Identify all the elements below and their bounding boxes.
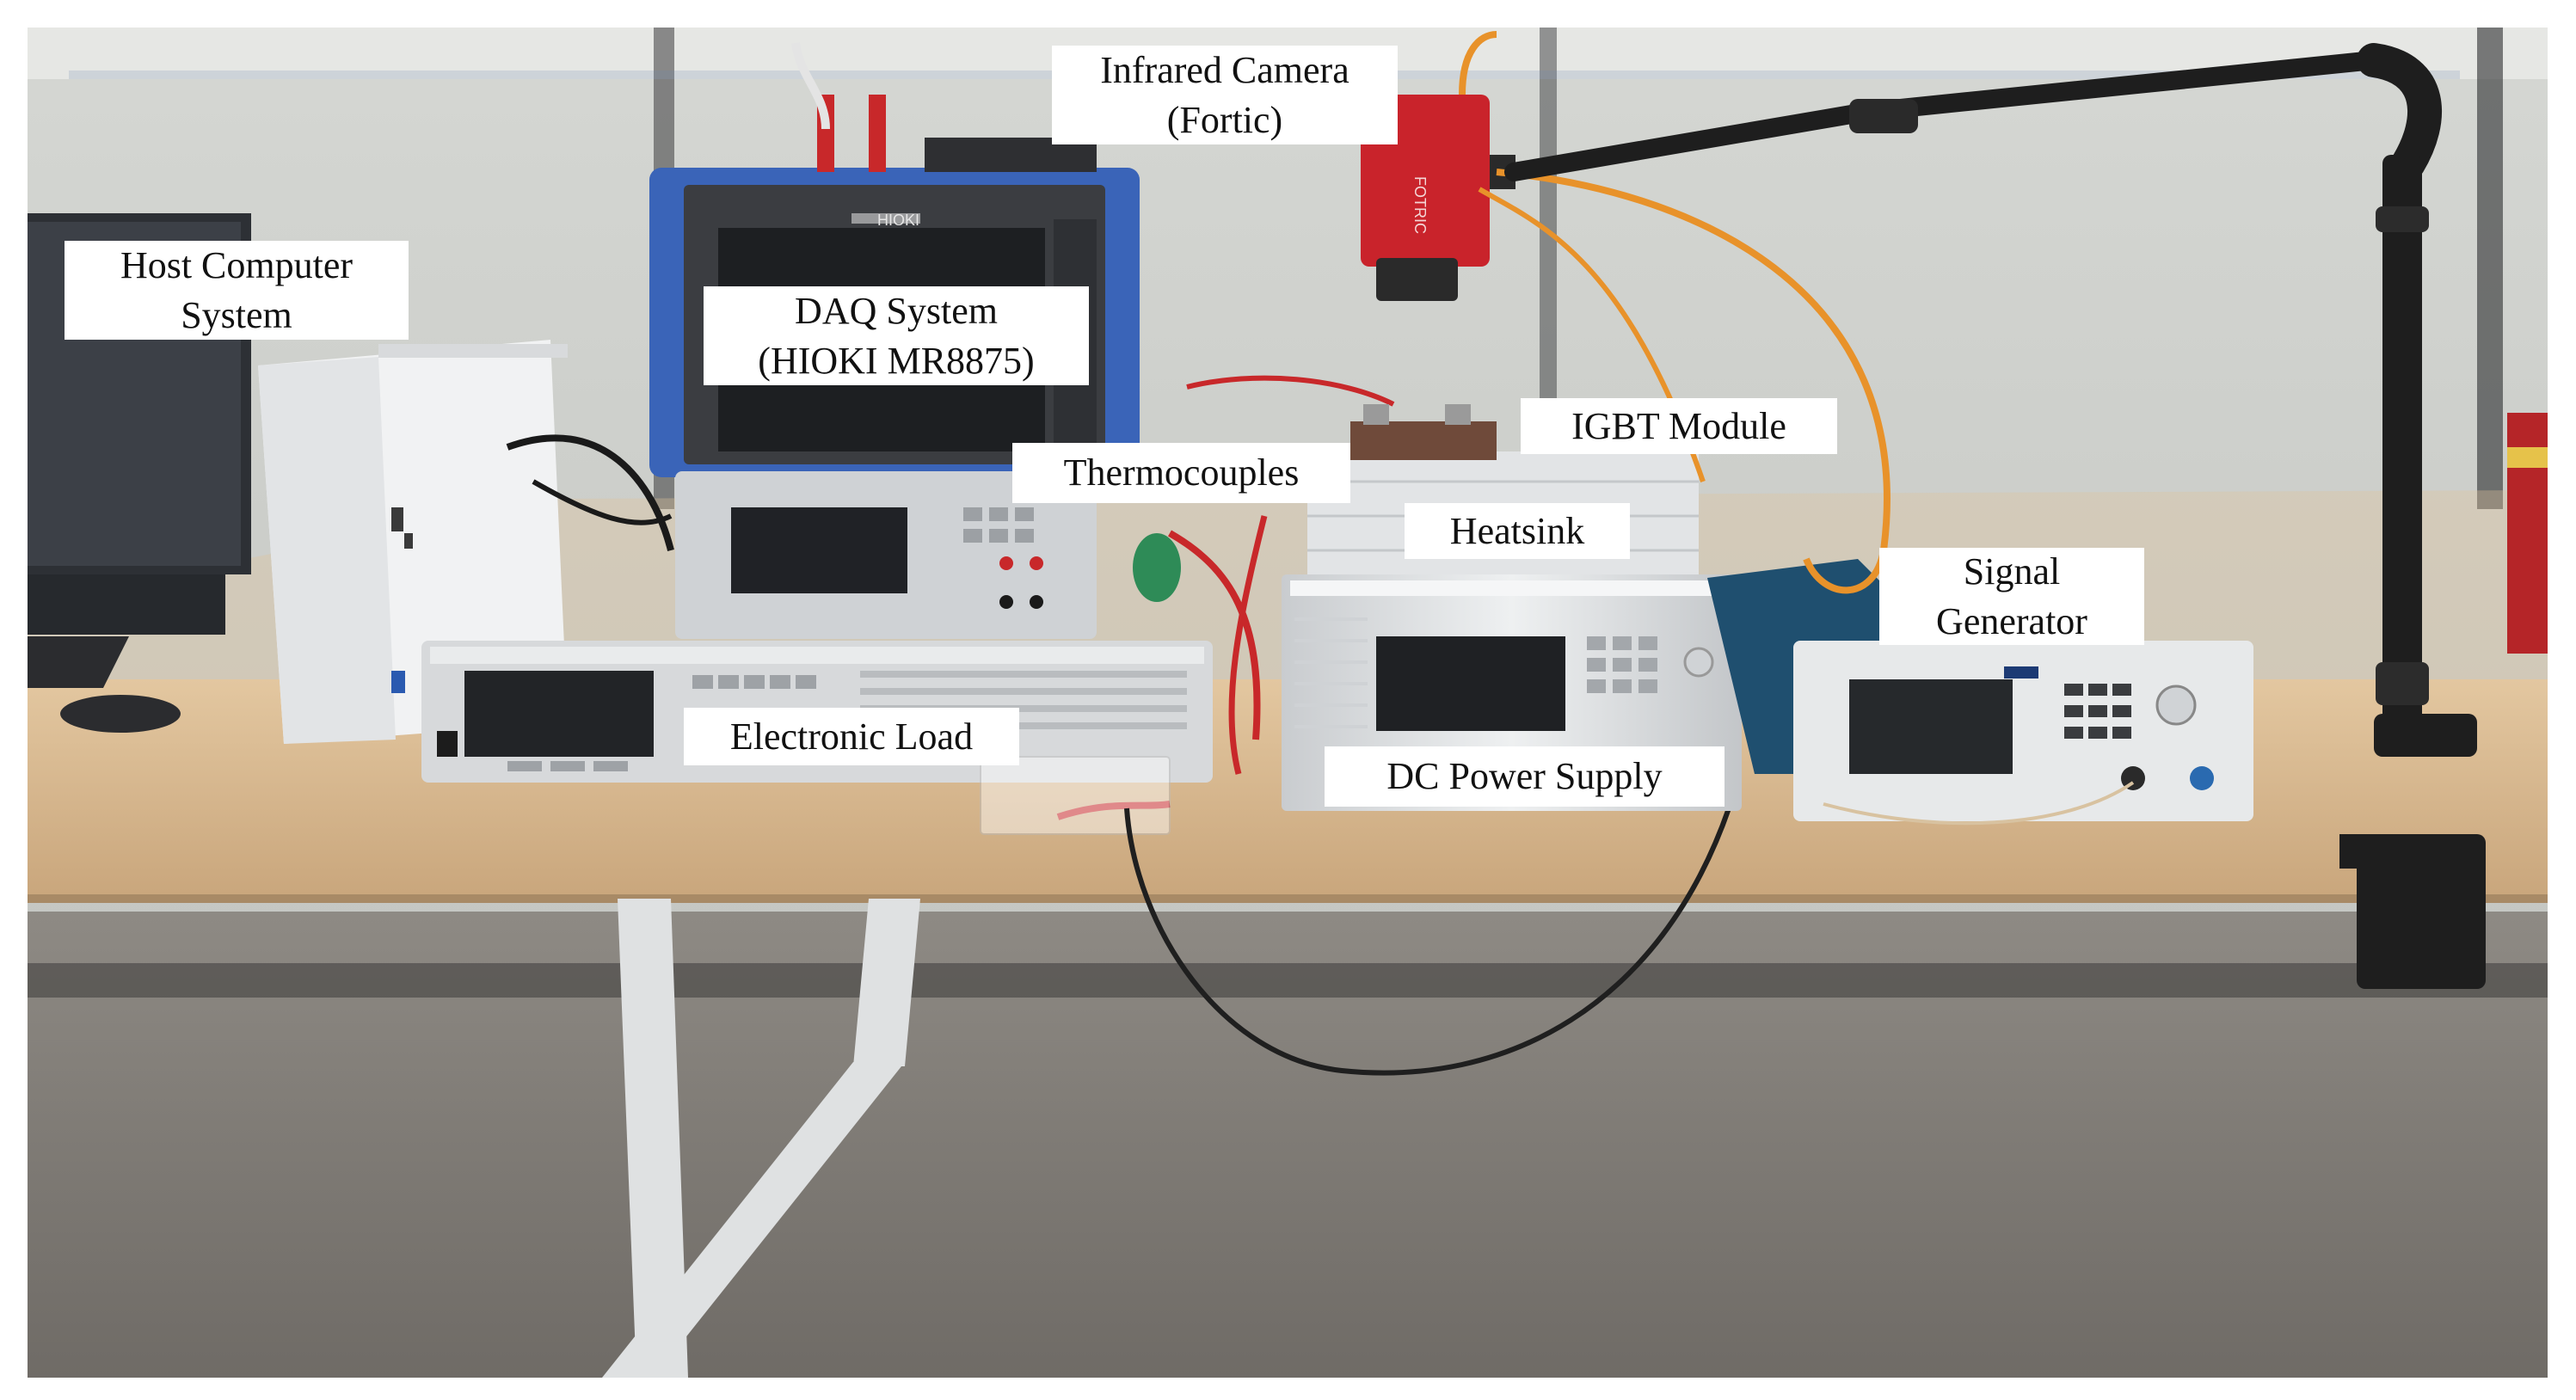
heatsink-label-text: Heatsink [1449, 509, 1585, 552]
signal-generator-label: Signal Generator [1879, 548, 2144, 645]
dc-power-supply-label-text: DC Power Supply [1386, 755, 1663, 797]
thermocouples-label-text: Thermocouples [1063, 451, 1300, 494]
daq-system-label: DAQ System (HIOKI MR8875) [704, 286, 1089, 385]
infrared-camera-label-line1: Infrared Camera [1100, 48, 1349, 91]
signal-generator-label-line2: Generator [1936, 599, 2087, 642]
igbt-module-label-text: IGBT Module [1571, 404, 1786, 447]
heatsink-label: Heatsink [1405, 503, 1630, 559]
daq-system-label-line1: DAQ System [795, 289, 998, 332]
igbt-module-label: IGBT Module [1521, 398, 1837, 454]
host-computer-label-line1: Host Computer [120, 243, 354, 286]
dc-power-supply-label: DC Power Supply [1325, 746, 1725, 807]
daq-system-label-line2: (HIOKI MR8875) [758, 339, 1035, 382]
electronic-load-label-text: Electronic Load [729, 715, 974, 758]
thermocouples-label: Thermocouples [1012, 443, 1350, 503]
infrared-camera-label: Infrared Camera (Fortic) [1052, 46, 1398, 144]
infrared-camera-label-line2: (Fortic) [1166, 98, 1283, 141]
electronic-load-label: Electronic Load [684, 708, 1019, 765]
signal-generator-label-line1: Signal [1963, 550, 2061, 593]
camera-brand-mark: FOTRIC [1411, 176, 1429, 234]
host-computer-label-line2: System [181, 293, 292, 336]
daq-brand-mark: HIOKI [877, 212, 919, 229]
host-computer-label: Host Computer System [65, 241, 409, 340]
